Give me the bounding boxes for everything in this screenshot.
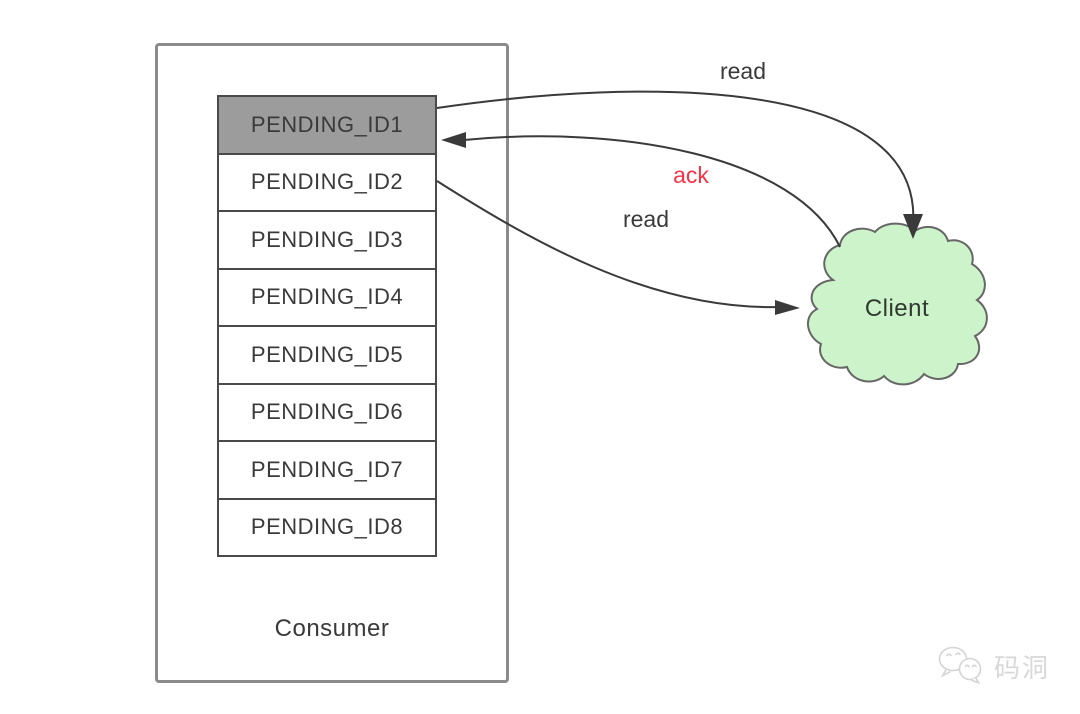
queue-item-pending-id5: PENDING_ID5 [217, 325, 437, 385]
read-arrow-bottom-head [775, 300, 800, 315]
read-top-label: read [719, 58, 767, 84]
queue-item-pending-id8: PENDING_ID8 [217, 497, 437, 557]
queue-item-pending-id1: PENDING_ID1 [217, 95, 437, 155]
client-label: Client [864, 295, 930, 322]
watermark: 码洞 [936, 644, 1050, 688]
queue-item-pending-id2: PENDING_ID2 [217, 152, 437, 212]
watermark-text: 码洞 [994, 653, 1051, 684]
queue-item-pending-id6: PENDING_ID6 [217, 382, 437, 442]
pending-queue: PENDING_ID1 PENDING_ID2 PENDING_ID3 PEND… [217, 95, 437, 557]
read-bottom-label: read [622, 206, 670, 232]
queue-item-pending-id4: PENDING_ID4 [217, 267, 437, 327]
wechat-icon [938, 646, 982, 685]
queue-item-pending-id3: PENDING_ID3 [217, 210, 437, 270]
read-arrow-top-head [903, 214, 923, 239]
ack-label: ack [673, 162, 709, 188]
consumer-label: Consumer [274, 615, 390, 642]
queue-item-pending-id7: PENDING_ID7 [217, 440, 437, 500]
